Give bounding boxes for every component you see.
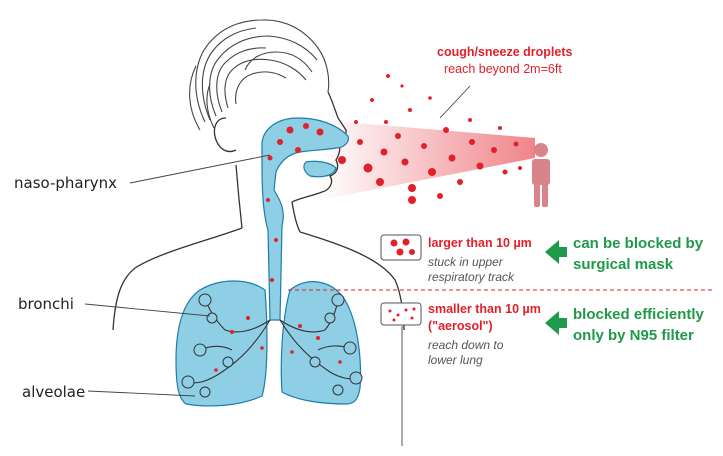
large-line2: respiratory track [428,270,515,284]
mask-line2: surgical mask [573,256,674,273]
droplets-subtitle: reach beyond 2m=6ft [444,62,562,76]
large-line1: stuck in upper [428,255,503,269]
large-droplet-box [380,234,422,261]
label-naso-pharynx: naso-pharynx [14,174,118,192]
small-droplet-box [380,302,422,326]
n95-line1: blocked efficiently [573,306,704,323]
droplet-cone [320,120,535,200]
person-icon [532,143,550,207]
alveoli-clusters [181,293,363,398]
mask-caption: can be blocked by surgical mask [573,233,703,275]
lungs [175,280,362,407]
airway-particles [214,123,342,372]
upper-airway [261,117,349,321]
n95-caption: blocked efficiently only by N95 filter [573,304,704,346]
label-alveolae: alveolae [22,383,86,401]
mask-arrow-icon [545,240,567,264]
n95-arrow-icon [545,311,567,335]
label-bronchi: bronchi [18,295,74,313]
spray-droplets [338,74,522,204]
small-line2: reach down to [428,338,504,352]
small-title: smaller than 10 µm [428,302,541,316]
mask-line1: can be blocked by [573,235,704,252]
droplets-title: cough/sneeze droplets [437,45,573,59]
hair [189,19,330,131]
leader-lines [84,85,471,446]
small-line3: lower lung [428,353,483,367]
large-title: larger than 10 µm [428,236,532,250]
n95-line2: only by N95 filter [573,327,694,344]
small-line1: ("aerosol") [428,319,493,333]
